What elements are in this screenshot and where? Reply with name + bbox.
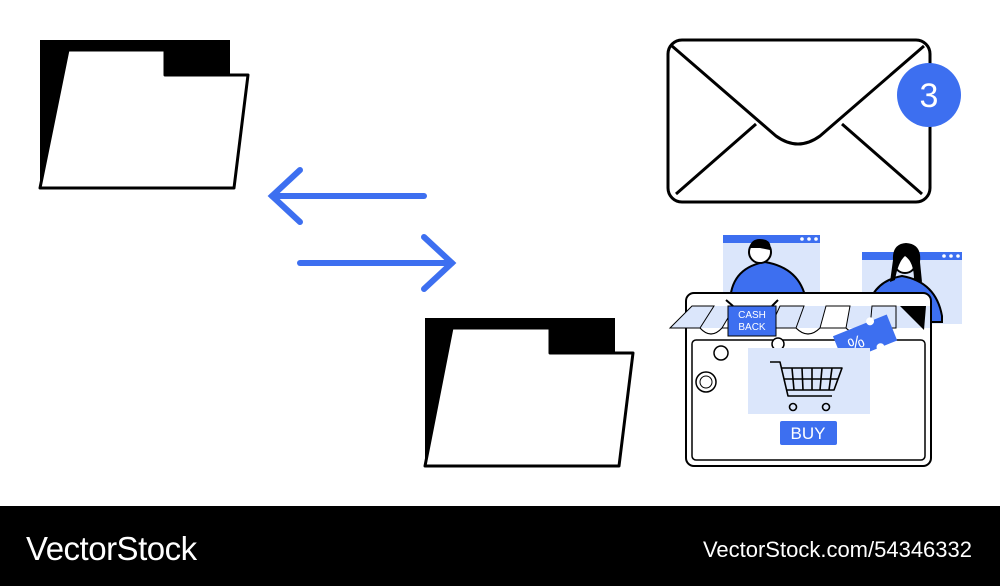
buy-button[interactable] [780, 421, 837, 445]
brand-logo-text: VectorStock [26, 530, 197, 567]
image-url-text: VectorStock.com/54346332 [702, 537, 972, 562]
cashback-label-line1: CASH [738, 310, 766, 321]
footer-bar: VectorStock VectorStock.com/54346332 [0, 506, 1000, 586]
shopping-cart-icon [770, 361, 843, 412]
online-store-illustration: CASH BACK % [668, 235, 962, 467]
right-arrow-icon [297, 234, 457, 292]
left-arrow-icon [267, 167, 427, 225]
buy-button-label: BUY [791, 424, 826, 443]
notification-count: 3 [920, 77, 939, 115]
folder-icon-bottom [423, 318, 635, 468]
illustration-canvas: 3 CASH BACK [38, 38, 962, 468]
notification-badge: 3 [897, 63, 961, 127]
cashback-label-line2: BACK [738, 322, 766, 333]
envelope-icon [666, 38, 932, 204]
folder-icon-top [38, 40, 250, 190]
